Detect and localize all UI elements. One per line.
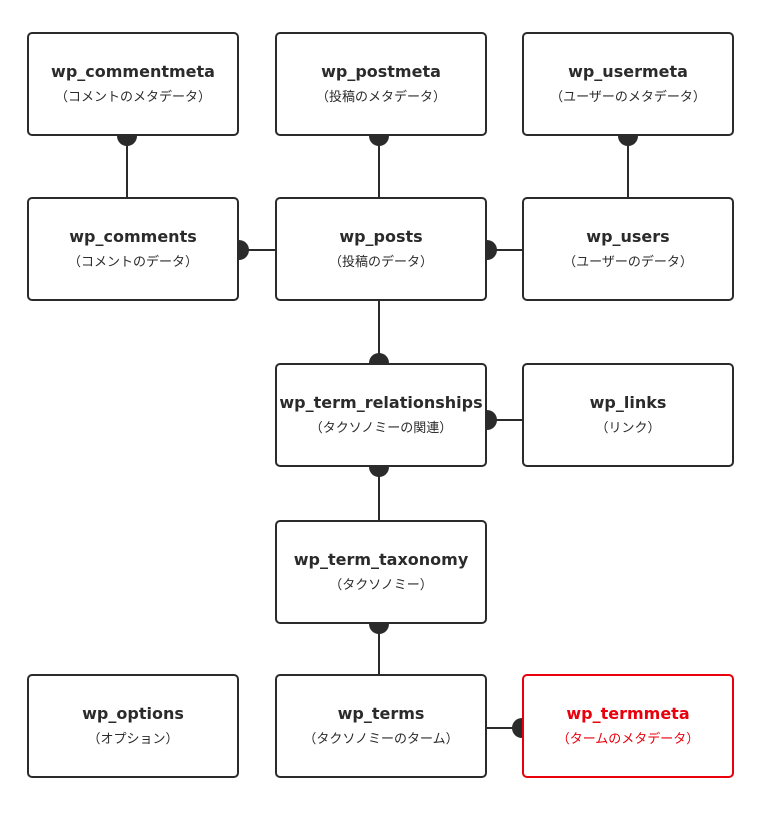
table-box-commentmeta: wp_commentmeta （コメントのメタデータ） — [27, 32, 239, 136]
table-description: （タームのメタデータ） — [556, 731, 700, 747]
table-description: （投稿のメタデータ） — [315, 89, 446, 105]
table-name: wp_terms — [337, 703, 425, 723]
table-name: wp_comments — [69, 226, 197, 246]
table-description: （ユーザーのメタデータ） — [550, 89, 706, 105]
table-description: （タクソノミーのターム） — [303, 731, 459, 747]
table-box-options: wp_options （オプション） — [27, 674, 239, 778]
table-box-usermeta: wp_usermeta （ユーザーのメタデータ） — [522, 32, 734, 136]
table-name: wp_term_taxonomy — [293, 549, 469, 569]
table-description: （タクソノミーの関連） — [309, 420, 453, 436]
table-box-links: wp_links （リンク） — [522, 363, 734, 467]
table-box-terms: wp_terms （タクソノミーのターム） — [275, 674, 487, 778]
table-description: （リンク） — [595, 420, 661, 436]
table-name: wp_commentmeta — [51, 61, 215, 81]
table-box-postmeta: wp_postmeta （投稿のメタデータ） — [275, 32, 487, 136]
table-name: wp_links — [589, 392, 667, 412]
table-name: wp_usermeta — [568, 61, 688, 81]
table-box-comments: wp_comments （コメントのデータ） — [27, 197, 239, 301]
table-description: （コメントのデータ） — [67, 254, 198, 270]
table-description: （オプション） — [87, 731, 179, 747]
table-name: wp_term_relationships — [279, 392, 483, 412]
table-box-users: wp_users （ユーザーのデータ） — [522, 197, 734, 301]
table-description: （投稿のデータ） — [328, 254, 433, 270]
table-name: wp_posts — [339, 226, 423, 246]
table-description: （コメントのメタデータ） — [54, 89, 211, 105]
table-description: （タクソノミー） — [329, 577, 433, 593]
table-description: （ユーザーのデータ） — [563, 254, 693, 270]
table-name: wp_options — [82, 703, 184, 723]
table-box-termmeta: wp_termmeta （タームのメタデータ） — [522, 674, 734, 778]
table-box-posts: wp_posts （投稿のデータ） — [275, 197, 487, 301]
table-name: wp_users — [586, 226, 670, 246]
table-box-term-relationships: wp_term_relationships （タクソノミーの関連） — [275, 363, 487, 467]
table-name: wp_termmeta — [566, 703, 690, 723]
table-name: wp_postmeta — [321, 61, 441, 81]
table-box-term-taxonomy: wp_term_taxonomy （タクソノミー） — [275, 520, 487, 624]
